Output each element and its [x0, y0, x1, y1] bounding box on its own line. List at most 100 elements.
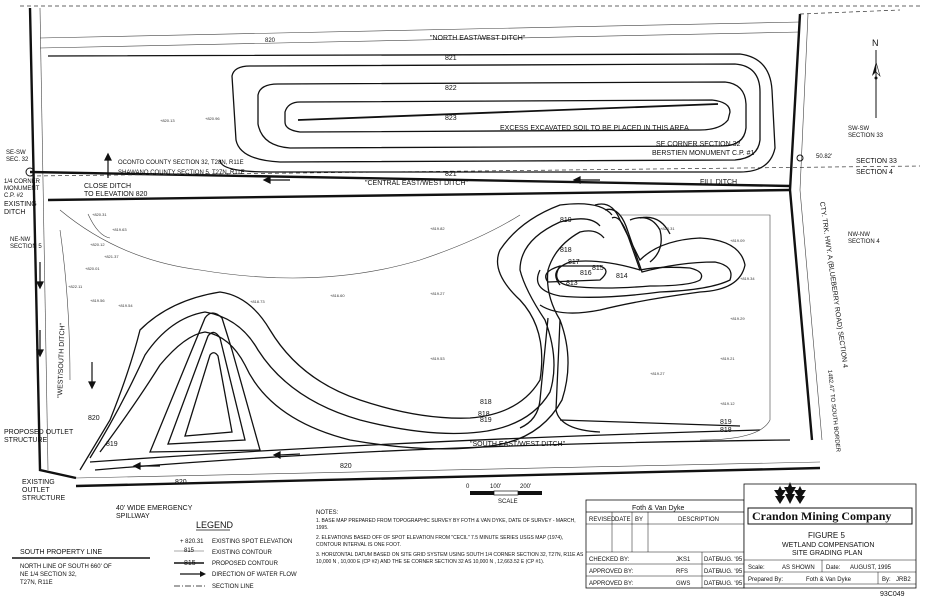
- legend-text-proposed: PROPOSED CONTOUR: [212, 561, 279, 567]
- north-ditch-label: "NORTH EAST/WEST DITCH": [430, 35, 526, 42]
- excess-soil-label: EXCESS EXCAVATED SOIL TO BE PLACED IN TH…: [500, 125, 689, 132]
- approved1-label: APPROVED BY:: [589, 569, 634, 575]
- fill-ditch-label: FILL DITCH: [700, 179, 737, 186]
- notes: NOTES: 1. BASE MAP PREPARED FROM TOPOGRA…: [316, 510, 584, 565]
- contour-label-818-s2: 818: [478, 411, 490, 418]
- figure-subtitle-2: SITE GRADING PLAN: [792, 550, 862, 557]
- se-sw-label-2: SEC. 32: [6, 157, 29, 163]
- contour-label-818-s: 818: [480, 399, 492, 406]
- approved1-date: AUG. '95: [718, 569, 743, 575]
- contour-label-816: 816: [580, 270, 592, 277]
- north-arrow-letter: N: [872, 38, 879, 48]
- svg-text:+819.09: +819.09: [730, 238, 745, 243]
- tree-logo-icon: [774, 482, 806, 504]
- flow-arrow-legend-icon: [200, 571, 206, 577]
- spot-elevations: +820.31+819.63 +820.12+821.37 +820.01+82…: [68, 116, 755, 406]
- north-line-label-2: NE 1/4 SECTION 32,: [20, 572, 77, 578]
- contour-label-819-s: 819: [480, 417, 492, 424]
- legend-title: LEGEND: [196, 520, 234, 530]
- contour-label-820-s: 820: [340, 463, 352, 470]
- scale-tick-100: 100': [490, 484, 501, 490]
- sw-sw-label-1: SW-SW: [848, 126, 870, 132]
- rev-header-revised: REVISED: [589, 517, 616, 523]
- nw-nw-label-1: NW-NW: [848, 232, 870, 238]
- svg-text:+819.21: +819.21: [720, 356, 735, 361]
- rev-header-description: DESCRIPTION: [678, 517, 719, 523]
- close-ditch-label-2: TO ELEVATION 820: [84, 191, 148, 198]
- shawano-label: SHAWANO COUNTY SECTION 5, T27N, R11E: [118, 170, 245, 176]
- monument-cp1-icon: [796, 154, 804, 162]
- section-4-label: SECTION 4: [856, 169, 893, 176]
- contour-label-820-sw: 820: [175, 479, 187, 486]
- scale-bar: 0 100' 200' SCALE: [466, 484, 542, 505]
- svg-text:+819.29: +819.29: [730, 316, 745, 321]
- contour-label-818-e: 818: [720, 427, 732, 434]
- contour-label-813: 813: [566, 280, 578, 287]
- svg-text:+819.56: +819.56: [90, 298, 105, 303]
- svg-text:+816.60: +816.60: [330, 293, 345, 298]
- existing-outlet-label-1: EXISTING: [22, 479, 55, 486]
- legend-text-spot: EXISTING SPOT ELEVATION: [212, 539, 292, 545]
- proposed-outlet-label-1: PROPOSED OUTLET: [4, 429, 74, 436]
- south-ditch-label: "SOUTH EAST/WEST DITCH": [470, 441, 566, 448]
- existing-ditch-label-1: EXISTING: [4, 201, 37, 208]
- existing-ditch-label-2: DITCH: [4, 209, 25, 216]
- checked-date-label: DATE:: [704, 557, 722, 563]
- contour-label-823: 823: [445, 115, 457, 122]
- contour-label-819-e: 819: [720, 419, 732, 426]
- se-sw-label-1: SE-SW: [6, 150, 26, 156]
- ne-nw-label-1: NE-NW: [10, 237, 31, 243]
- spillway-label-2: SPILLWAY: [116, 513, 150, 520]
- firm-name: Foth & Van Dyke: [632, 505, 685, 512]
- svg-text:+819.27: +819.27: [430, 291, 445, 296]
- contour-label-818: 818: [560, 247, 572, 254]
- note-3: 3. HORIZONTAL DATUM BASED ON SITE GRID S…: [316, 552, 584, 565]
- quarter-corner-label-3: C.P. #2: [4, 193, 24, 199]
- svg-text:+819.53: +819.53: [430, 356, 445, 361]
- title-block: Foth & Van Dyke REVISED DATE BY DESCRIPT…: [585, 482, 917, 598]
- legend-text-flow: DIRECTION OF WATER FLOW: [212, 572, 297, 578]
- spillway-label-1: 40' WIDE EMERGENCY: [116, 505, 193, 512]
- scale-label: SCALE: [498, 499, 518, 505]
- contour-label-819-w: 819: [106, 441, 118, 448]
- svg-text:+818.73: +818.73: [250, 299, 265, 304]
- proposed-outlet-label-2: STRUCTURE: [4, 437, 47, 444]
- existing-outlet-label-3: STRUCTURE: [22, 495, 65, 502]
- svg-text:+819.34: +819.34: [740, 276, 755, 281]
- central-ditch-label: "CENTRAL EAST/WEST DITCH": [365, 180, 468, 187]
- contour-label-820-w: 820: [88, 415, 100, 422]
- svg-text:+820.31: +820.31: [660, 226, 675, 231]
- close-ditch-label-1: CLOSE DITCH: [84, 183, 131, 190]
- figure-subtitle-1: WETLAND COMPENSATION: [782, 542, 874, 549]
- ne-nw-label-2: SECTION 5: [10, 244, 42, 250]
- contour-label-817: 817: [568, 259, 580, 266]
- date-field-value: AUGUST, 1995: [850, 565, 892, 571]
- svg-text:+819.54: +819.54: [118, 303, 133, 308]
- svg-text:+819.27: +819.27: [650, 371, 665, 376]
- flow-arrows: [36, 152, 600, 470]
- note-2: 2. ELEVATIONS BASED OFF OF SPOT ELEVATIO…: [316, 535, 564, 548]
- svg-text:+819.12: +819.12: [720, 401, 735, 406]
- existing-contours: [59, 209, 771, 441]
- svg-text:+819.63: +819.63: [112, 227, 127, 232]
- checked-value: JKS1: [676, 557, 691, 563]
- contour-label-815: 815: [592, 265, 604, 272]
- contour-label-822: 822: [445, 85, 457, 92]
- approved1-date-label: DATE:: [704, 569, 722, 575]
- road-label: CTY. TRK. HWY. A (BLUEBERRY ROAD) SECTIO…: [818, 201, 848, 368]
- note-1: 1. BASE MAP PREPARED FROM TOPOGRAPHIC SU…: [316, 518, 576, 531]
- legend-text-existing: EXISTING CONTOUR: [212, 550, 273, 556]
- scale-field-label: Scale:: [748, 565, 765, 571]
- prepared-label: Prepared By:: [748, 577, 783, 583]
- legend: LEGEND + 820.31 EXISTING SPOT ELEVATION …: [12, 520, 297, 590]
- rev-header-by: BY: [635, 517, 643, 523]
- approved2-date: AUG. '95: [718, 581, 743, 587]
- prepared-value: Foth & Van Dyke: [806, 577, 852, 583]
- north-line-label-1: NORTH LINE OF SOUTH 660' OF: [20, 564, 112, 570]
- legend-symbol-proposed: 815: [184, 560, 196, 567]
- boundary-lines: [20, 5, 921, 488]
- scale-tick-200: 200': [520, 484, 531, 490]
- south-property-label: SOUTH PROPERTY LINE: [20, 549, 103, 556]
- oconto-label: OCONTO COUNTY SECTION 32, T28N, R11E: [118, 160, 244, 166]
